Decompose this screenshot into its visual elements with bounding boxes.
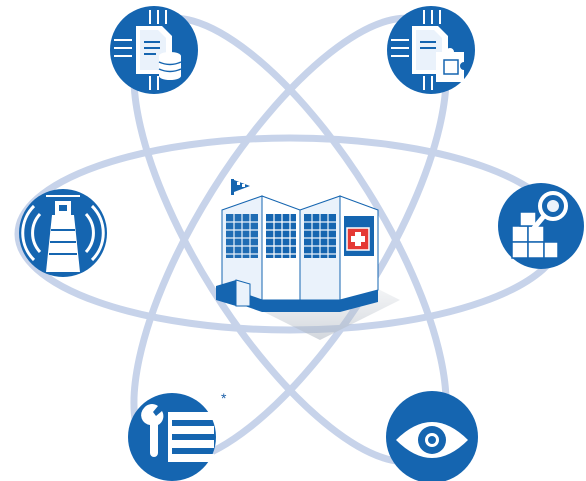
document-puzzle-circuit-icon — [387, 6, 475, 94]
cube-magnifier-icon — [498, 183, 584, 269]
wrench-form-icon — [128, 393, 216, 481]
footnote-marker: * — [221, 390, 227, 406]
hospital-building-icon — [216, 179, 400, 340]
eye-icon — [386, 391, 478, 481]
lighthouse-signal-icon — [19, 189, 107, 277]
document-database-circuit-icon — [110, 6, 198, 94]
